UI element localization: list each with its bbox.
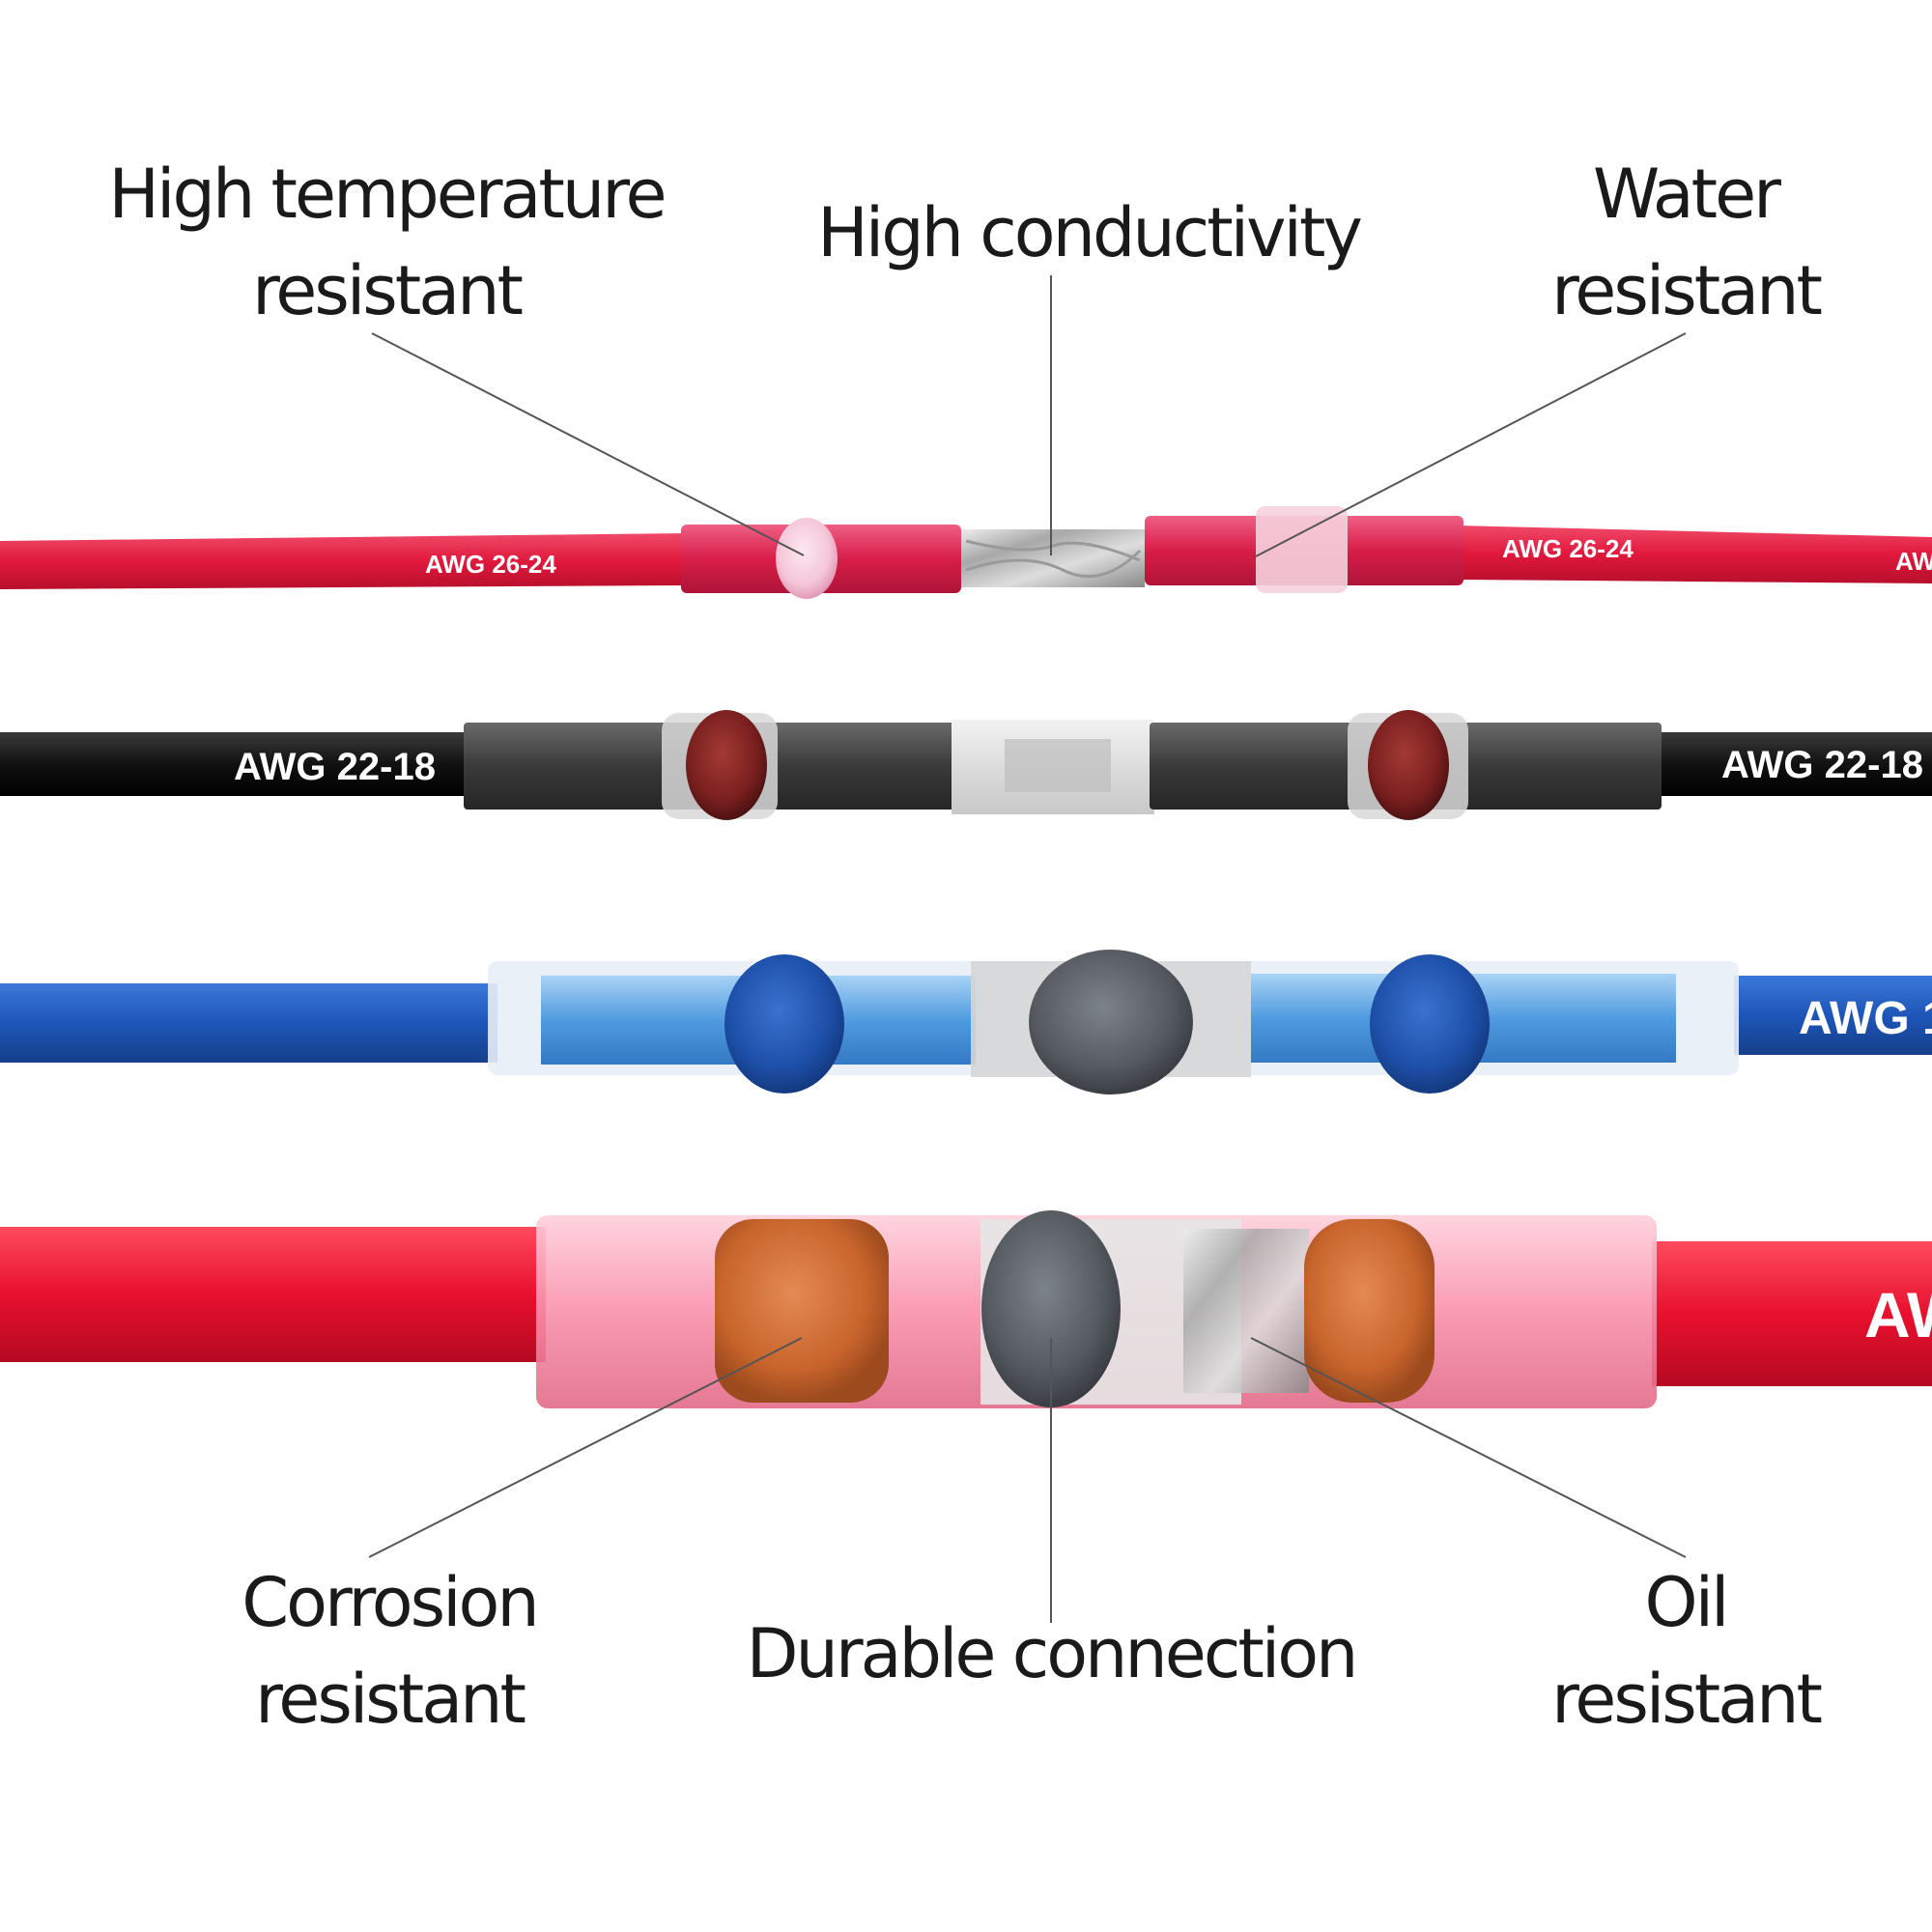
- label-corrosion-line2: resistant: [255, 1660, 525, 1739]
- wire-row-blue: AWG 1: [0, 950, 1932, 1094]
- label-high-temperature-line2: resistant: [252, 251, 522, 330]
- awg-marking: AWG 22-18: [1721, 744, 1923, 786]
- wire-row-red-thick: AW: [0, 1210, 1932, 1408]
- label-high-temperature-line1: High temperature: [108, 155, 664, 234]
- awg-marking: AW: [1864, 1279, 1932, 1350]
- wire-row-black: AWG 22-18 AWG 22-18: [0, 710, 1932, 820]
- awg-marking: AWG 1: [1799, 993, 1932, 1044]
- label-durable-connection: Durable connection: [747, 1614, 1356, 1693]
- awg-marking: AWG 26-24: [425, 550, 556, 579]
- wire-row-red-thin: AWG 26-24 AWG 26-24 AW: [0, 506, 1932, 599]
- awg-marking: AW: [1895, 547, 1932, 576]
- awg-marking: AWG 22-18: [234, 746, 436, 788]
- leader-lines: [368, 275, 1687, 1623]
- label-water-line2: resistant: [1551, 251, 1821, 330]
- label-water-line1: Water: [1593, 155, 1781, 234]
- label-high-conductivity: High conductivity: [817, 193, 1361, 272]
- label-oil-line1: Oil: [1645, 1563, 1727, 1642]
- awg-marking: AWG 26-24: [1502, 534, 1634, 563]
- label-corrosion-line1: Corrosion: [242, 1563, 536, 1642]
- label-oil-line2: resistant: [1551, 1660, 1821, 1739]
